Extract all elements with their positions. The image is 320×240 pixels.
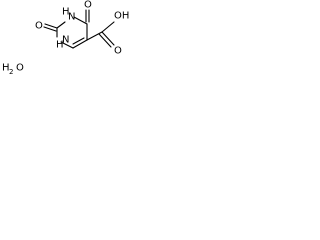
water-h: H [2, 63, 10, 74]
atom-n3: N [68, 12, 75, 23]
bond-carboxyl-o [101, 31, 115, 46]
bond-c2-o-double [43, 26, 57, 32]
atom-oh: OH [114, 11, 129, 22]
atom-h-n1: H [56, 40, 64, 51]
atom-o-top: O [84, 0, 92, 11]
bond-n3-c4 [73, 16, 88, 25]
atom-h-n3: H [62, 7, 70, 18]
bond-carboxyl-o-double [98, 33, 112, 48]
bond-c5-c6 [72, 39, 88, 49]
water-o: O [16, 63, 24, 74]
hydrate-structure-diagram: O H N O H N OH O H 2 O [2, 0, 129, 77]
water-subscript: 2 [9, 68, 13, 76]
pyrimidine-ring [43, 9, 115, 49]
atom-o-left: O [35, 21, 43, 32]
bond-c2-o [44, 23, 58, 29]
atom-labels: O H N O H N OH O [35, 0, 129, 57]
bond-c2-n3 [56, 21, 66, 29]
bond-c6-n1 [60, 41, 74, 49]
bond-c5-carboxyl [86, 31, 103, 41]
bond-c5-c6-double [72, 37, 85, 45]
water-molecule: H 2 O [2, 63, 24, 77]
atom-n1: N [62, 35, 69, 46]
bond-carboxyl-oh [101, 21, 115, 33]
atom-o-carbonyl: O [114, 46, 122, 57]
